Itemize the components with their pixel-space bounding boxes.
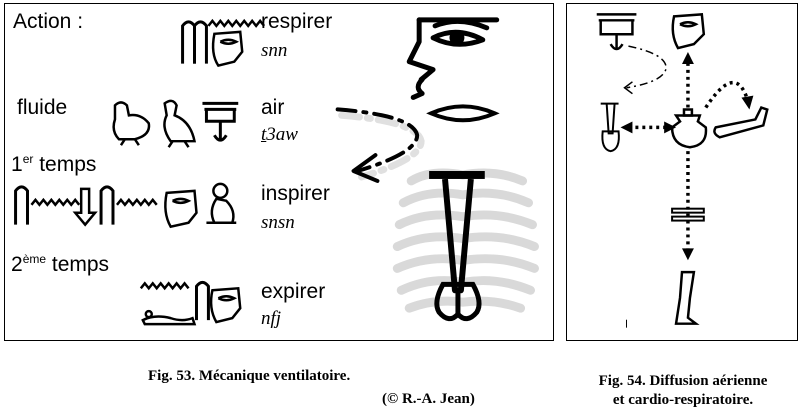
temps2-word: temps <box>46 253 110 276</box>
heart-icon <box>670 108 708 149</box>
water-icon <box>115 197 158 207</box>
temps2-sup: ème <box>22 252 47 266</box>
figure-54-panel <box>566 3 798 341</box>
temps1-sup: er <box>22 152 34 166</box>
nose-icon <box>671 13 706 50</box>
label-respirer: respirer <box>261 10 333 33</box>
fig53-drawing <box>14 17 539 326</box>
temps1-num: 1 <box>11 153 23 176</box>
man-icon <box>206 182 237 224</box>
water-icon <box>30 197 81 207</box>
water-icon <box>139 281 190 291</box>
arm-icon <box>713 106 769 139</box>
temps1-word: temps <box>33 153 97 176</box>
nose-icon <box>164 189 198 229</box>
label-air: air <box>261 96 285 119</box>
sail-icon <box>202 101 239 142</box>
reed-icon <box>14 185 29 225</box>
lung-icon <box>434 281 482 322</box>
t3aw-rest: 3aw <box>266 124 298 145</box>
caption-fig54-line2: et cardio-respiratoire. <box>612 392 754 408</box>
arrowheads <box>620 52 754 261</box>
caption-fig53: Fig. 53. Mécanique ventilatoire. <box>148 368 351 384</box>
duckling-icon <box>112 101 151 146</box>
face-icon <box>406 17 500 100</box>
nose-icon <box>211 30 244 68</box>
label-temps-2: 2ème temps <box>11 252 109 277</box>
label-expirer: expirer <box>261 280 326 303</box>
transliteration-snn: snn <box>261 40 288 61</box>
transliteration-nfj: nfj <box>261 308 282 329</box>
airflow-arrow-icon <box>335 107 425 183</box>
reed-icon <box>181 20 208 64</box>
vulture-icon <box>163 99 197 148</box>
t3aw-t: t <box>261 124 267 145</box>
double-bar-icon <box>671 207 705 222</box>
trachea-icon <box>600 102 620 153</box>
caption-fig54-line1: Fig. 54. Diffusion aérienne <box>598 373 768 389</box>
label-action: Action : <box>13 10 84 33</box>
transliteration-snsn: snsn <box>261 212 295 233</box>
temps2-num: 2 <box>11 253 23 276</box>
arrow-icon <box>72 187 98 227</box>
label-inspirer: inspirer <box>261 182 330 205</box>
label-fluide: fluide <box>17 96 68 119</box>
label-temps-1: 1er temps <box>11 152 96 177</box>
water-icon <box>207 18 266 28</box>
fig54-drawing <box>596 13 769 328</box>
transliteration-t3aw: t3aw <box>261 124 298 146</box>
air-path-icon <box>626 45 667 89</box>
air-path-arrowhead <box>623 81 633 95</box>
reed-icon <box>99 185 115 225</box>
reed-icon <box>195 280 210 321</box>
nose-icon <box>209 286 242 324</box>
sail-icon <box>596 13 637 51</box>
figure-53-panel: Action : fluide 1er temps 2ème temps res… <box>4 3 554 341</box>
leg-icon <box>674 270 700 325</box>
viper-icon <box>141 309 197 326</box>
flow-arrows-icon <box>628 59 750 253</box>
credit-fig53: (© R.-A. Jean) <box>382 391 475 407</box>
mouth-icon <box>426 104 500 123</box>
caption-fig54: Fig. 54. Diffusion aérienne et cardio-re… <box>566 372 800 410</box>
